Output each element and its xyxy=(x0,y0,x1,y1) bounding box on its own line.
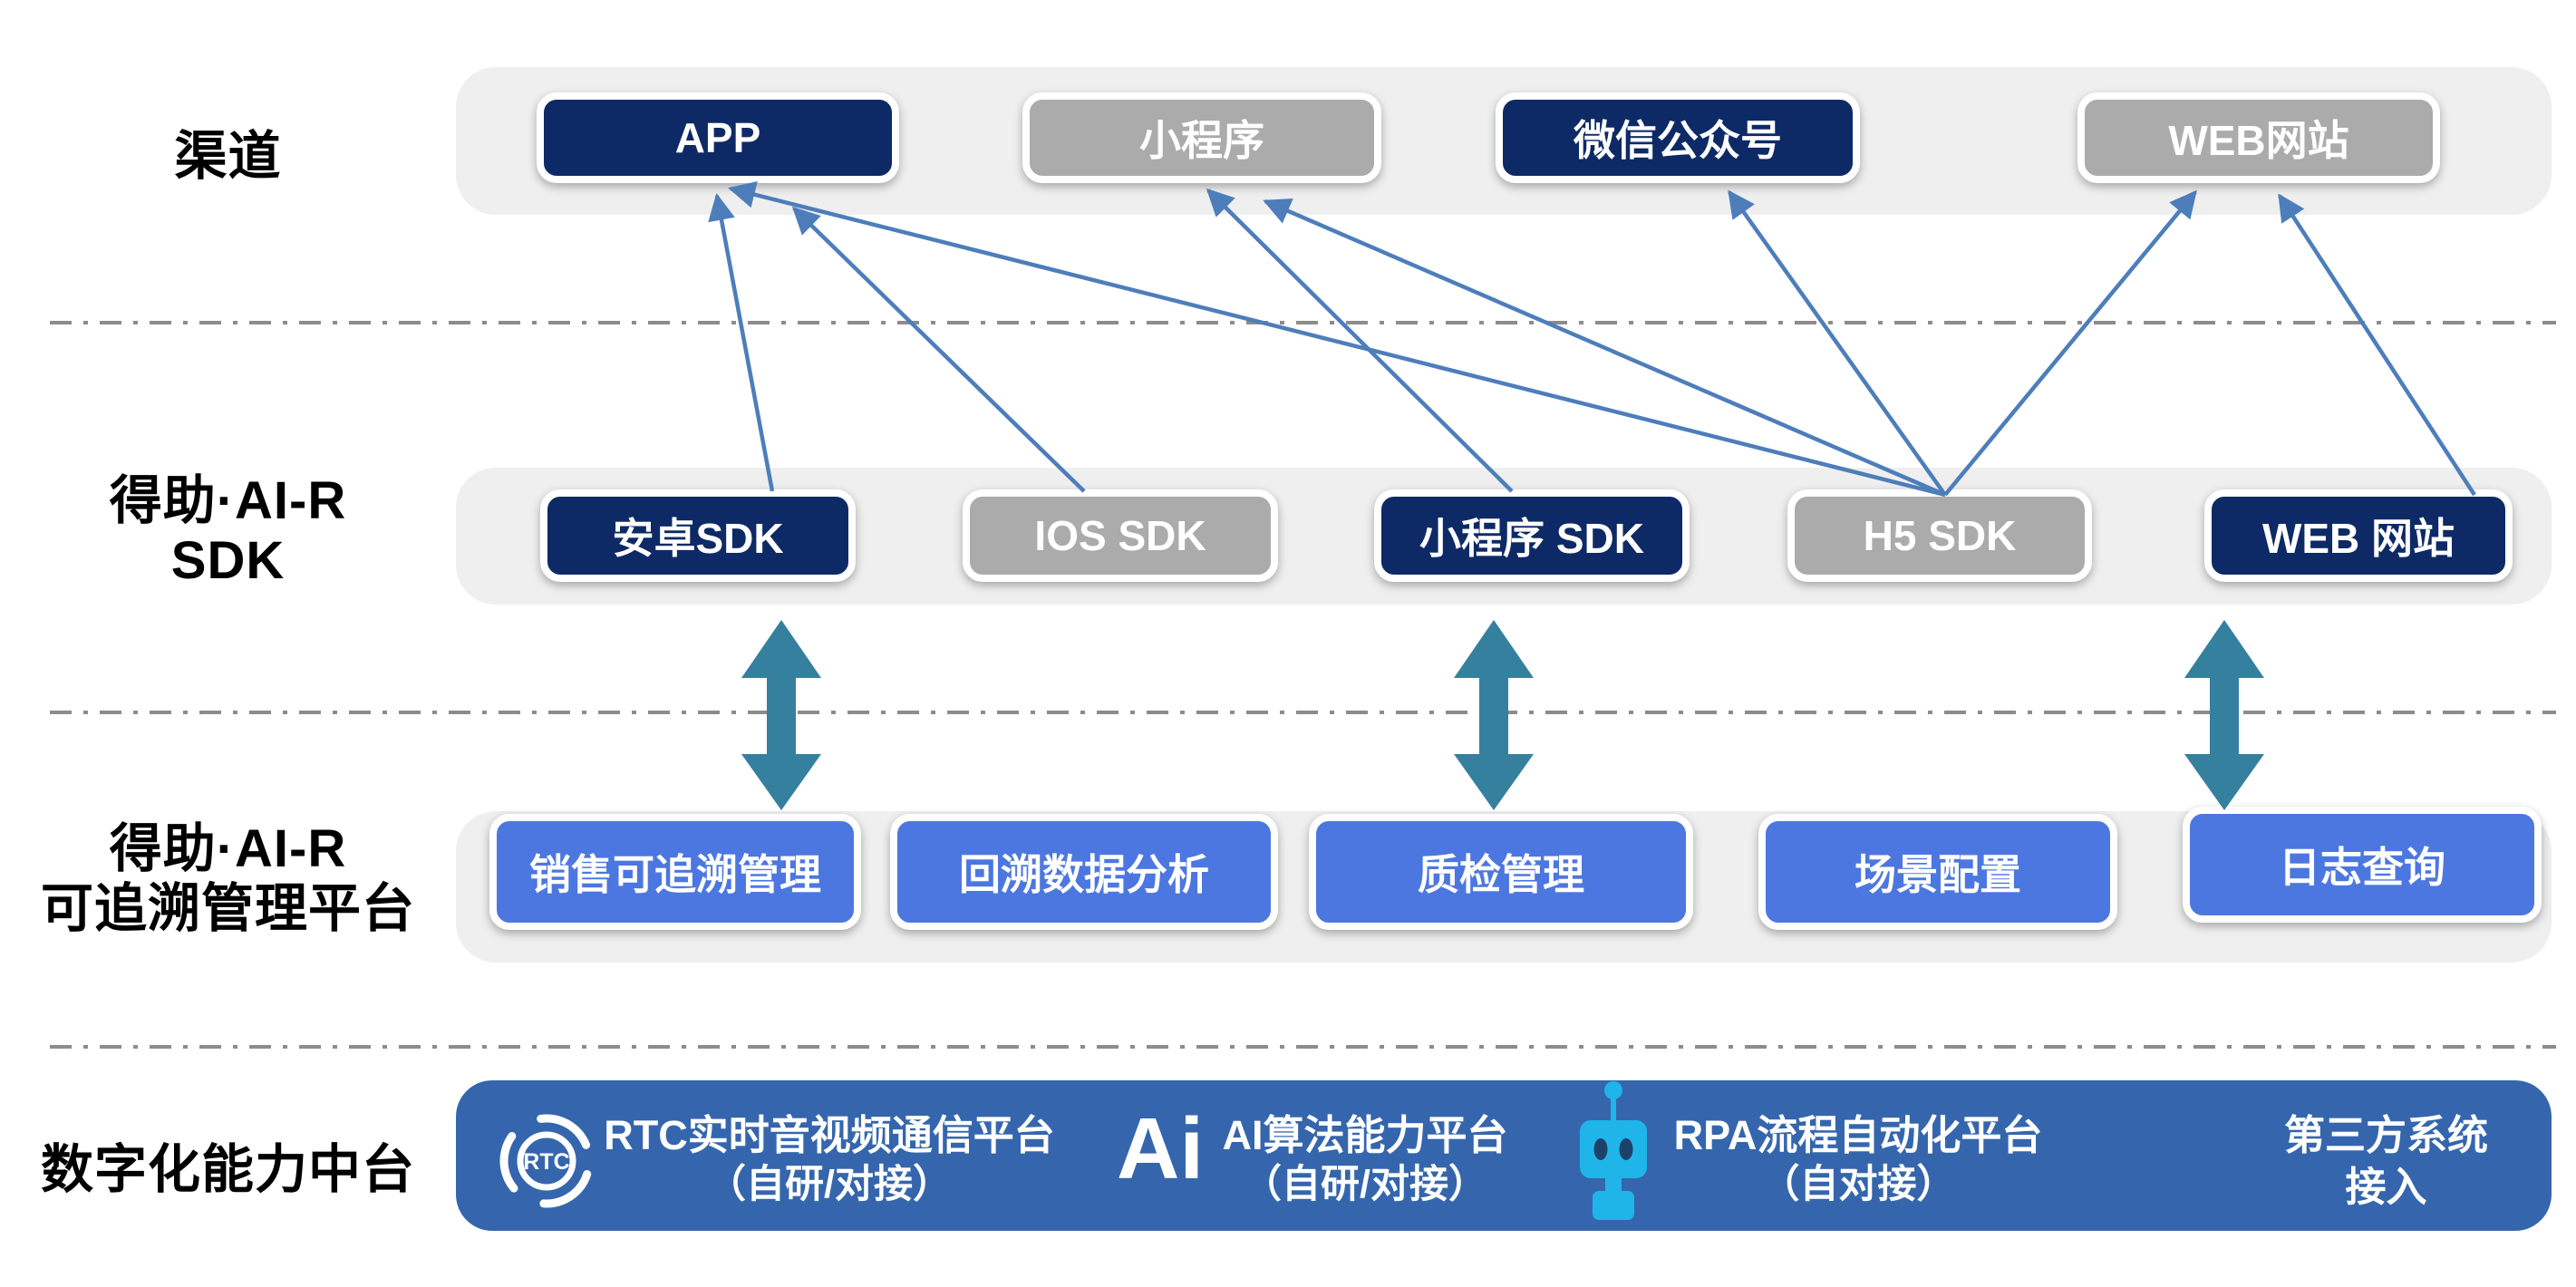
midplatform-band xyxy=(456,1080,2552,1231)
platform-box-log-query: 日志查询 xyxy=(2183,807,2542,923)
mid-item-thirdparty: 第三方系统 接入 xyxy=(2248,1109,2524,1213)
platform-box-sales-trace: 销售可追溯管理 xyxy=(489,814,861,930)
rpa-platform-title: RPA流程自动化平台 xyxy=(1673,1112,2043,1158)
channel-box-wechat-official: 微信公众号 xyxy=(1496,92,1860,183)
sdk-box-ios: IOS SDK xyxy=(963,489,1278,582)
sdk-row-label: 得助·AI-R SDK xyxy=(0,471,456,591)
sync-arrows xyxy=(741,620,2264,810)
flow-arrows xyxy=(708,181,2476,498)
double-arrow-icon-left xyxy=(741,620,821,810)
rpa-platform-subtitle: （自对接） xyxy=(1760,1163,1956,1206)
double-arrow-icon-right xyxy=(2184,620,2264,810)
rtc-platform-title: RTC实时音视频通信平台 xyxy=(604,1112,1055,1158)
ai-platform-subtitle: （自研/对接） xyxy=(1243,1163,1487,1206)
platform-row-label-line2: 可追溯管理平台 xyxy=(40,879,415,938)
arrow-h5-to-wechat xyxy=(1728,189,1947,497)
sdk-box-miniprogram: 小程序 SDK xyxy=(1374,489,1690,582)
arrow-ios-to-app xyxy=(791,206,1086,493)
platform-row-label: 得助·AI-R 可追溯管理平台 xyxy=(0,819,456,939)
rtc-platform-subtitle: （自研/对接） xyxy=(707,1163,952,1206)
arrow-h5-to-app xyxy=(728,181,1946,498)
arrow-websdk-to-website xyxy=(2278,193,2476,497)
mid-item-rpa: RPA流程自动化平台 （自对接） xyxy=(1672,1109,2044,1209)
arrow-h5-to-miniprogram xyxy=(1263,198,1946,498)
double-arrow-icon-middle xyxy=(1454,620,1534,810)
platform-row-label-line1: 得助·AI-R xyxy=(109,819,347,878)
platform-box-replay-analysis: 回溯数据分析 xyxy=(890,814,1278,930)
midplatform-row-label: 数字化能力中台 xyxy=(40,1140,415,1199)
mid-item-ai: AI算法能力平台 （自研/对接） xyxy=(1206,1109,1525,1209)
arrow-h5-to-website xyxy=(1943,189,2197,497)
sdk-box-android: 安卓SDK xyxy=(540,489,856,582)
thirdparty-title-line1: 第三方系统 xyxy=(2283,1112,2488,1158)
robot-icon xyxy=(1572,1080,1655,1228)
arrow-android-to-app xyxy=(708,193,775,492)
channel-box-app: APP xyxy=(537,92,899,183)
channel-box-miniprogram: 小程序 xyxy=(1022,92,1381,183)
channels-row-label: 渠道 xyxy=(174,127,282,186)
platform-box-qc-management: 质检管理 xyxy=(1309,814,1693,930)
channel-box-web-site: WEB网站 xyxy=(2077,92,2440,183)
ai-icon: Ai xyxy=(1117,1100,1204,1197)
sdk-box-web: WEB 网站 xyxy=(2204,489,2513,582)
sdk-box-h5: H5 SDK xyxy=(1787,489,2092,582)
rtc-icon-text: RTC xyxy=(523,1149,569,1175)
arrow-minisdk-to-miniprogram xyxy=(1206,188,1514,493)
sdk-row-label-line2: SDK xyxy=(170,531,286,590)
thirdparty-title-line2: 接入 xyxy=(2345,1164,2427,1210)
platform-box-scene-config: 场景配置 xyxy=(1758,814,2117,930)
rtc-icon: RTC xyxy=(497,1111,596,1215)
sdk-row-label-line1: 得助·AI-R xyxy=(109,471,347,530)
ai-platform-title: AI算法能力平台 xyxy=(1222,1112,1508,1158)
mid-item-rtc: RTC实时音视频通信平台 （自研/对接） xyxy=(594,1109,1065,1209)
